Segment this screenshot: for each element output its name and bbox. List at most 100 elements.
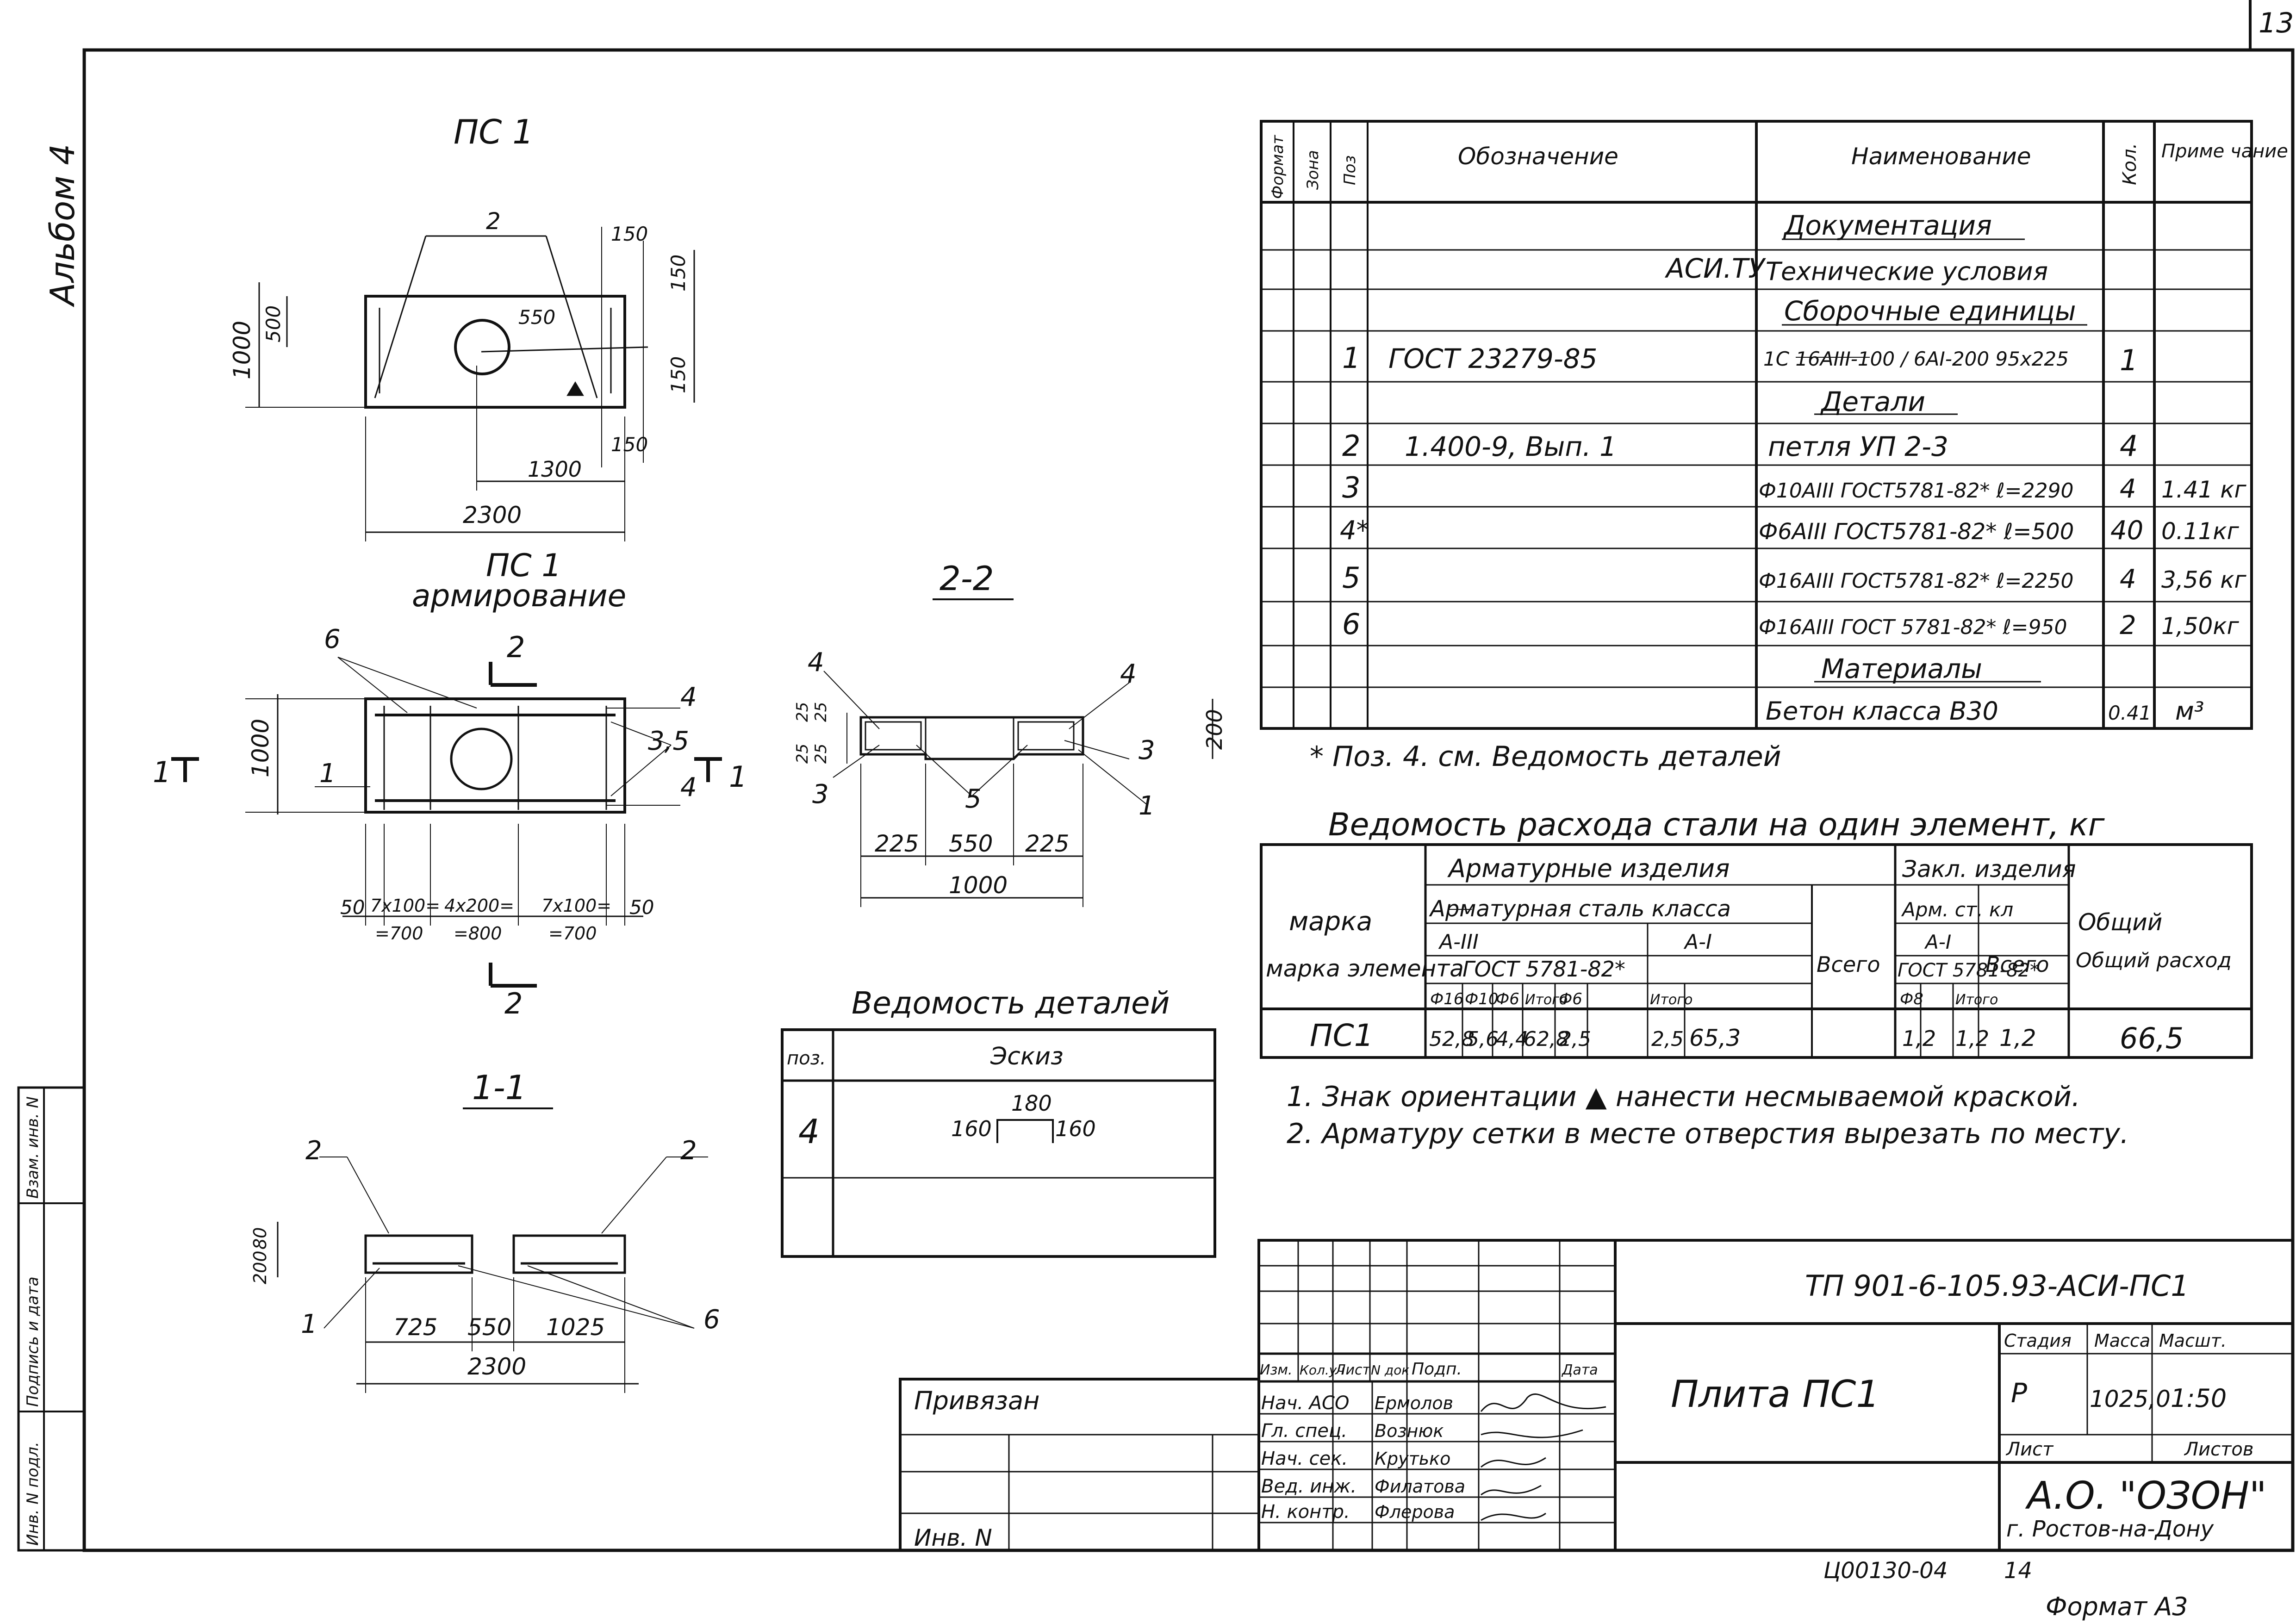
tb-stage: Р xyxy=(2011,1377,2027,1409)
reinf-label-4-top: 4 xyxy=(680,682,697,712)
s22-label-1: 1 xyxy=(1139,791,1155,821)
section-2-2: 2-2 4 4 3 3 5 1 25 25 25 25 200 225 55 xyxy=(793,559,1227,907)
page-number: 13 xyxy=(2259,7,2294,39)
tb-col-data: Дата xyxy=(1561,1362,1598,1378)
tb-col-ndok: N док xyxy=(1371,1362,1409,1378)
details-dim-160b: 160 xyxy=(1055,1116,1096,1141)
steel-row-mark: ПС1 xyxy=(1310,1018,1374,1053)
spec-r3-designation: ГОСТ 23279-85 xyxy=(1388,343,1598,374)
details-h-sketch: Эскиз xyxy=(990,1043,1064,1070)
plan-dim-150a: 150 xyxy=(611,223,648,245)
spec-r8-note: 3,56 кг xyxy=(2161,566,2246,593)
reinf-title-2: армирование xyxy=(412,578,626,614)
reinf-title-1: ПС 1 xyxy=(486,547,562,584)
spec-h-zone: Зона xyxy=(1304,150,1322,190)
reinf-dim-1000: 1000 xyxy=(247,719,274,777)
spec-r3-name: 1С 16АIII-100 / 6АI-200 95x225 xyxy=(1763,348,2069,370)
reinf-label-4-bot: 4 xyxy=(680,772,697,802)
reinf-label-6: 6 xyxy=(324,624,341,654)
details-dim-160a: 160 xyxy=(951,1116,992,1141)
steel-col-f8: Ф8 xyxy=(1900,990,1923,1008)
steel-v-f6-a1: 2,5 xyxy=(1559,1027,1591,1051)
spec-r11-name: Бетон класса В30 xyxy=(1766,696,1998,726)
section-1-1: 1-1 2 2 1 6 200 80 725 550 1025 2300 xyxy=(250,1068,720,1393)
plan-view: ПС 1 2 150 150 150 150 1000 500 550 1300… xyxy=(229,112,695,541)
steel-table: марка марка элемента Арматурные изделия … xyxy=(1260,843,2253,1059)
spec-r11-qty: 0.41 xyxy=(2108,702,2152,724)
s22-label-5: 5 xyxy=(965,784,982,814)
spec-footnote: * Поз. 4. см. Ведомость деталей xyxy=(1310,740,1781,773)
plan-label-2: 2 xyxy=(486,208,501,235)
spec-table: Формат Зона Поз Обозначение Наименование… xyxy=(1260,120,2288,730)
reinf-section-1-right: 1 xyxy=(729,760,747,794)
spec-r8-qty: 4 xyxy=(2120,564,2136,594)
reinf-dim-700a-2: =700 xyxy=(375,923,423,944)
steel-h-mark: марка элемента xyxy=(1266,955,1464,982)
s22-dim-25d: 25 xyxy=(812,744,830,764)
binding-block: Привязан Инв. N xyxy=(899,1378,1260,1552)
steel-h-grand-1: Общий xyxy=(2078,909,2162,936)
steel-h-emb-gost: ГОСТ 5781-82* xyxy=(1898,960,2039,981)
steel-v-itogo-a1: 2,5 xyxy=(1651,1027,1684,1051)
s11-label-2-right: 2 xyxy=(680,1136,697,1166)
s22-label-3-right: 3 xyxy=(1139,735,1155,765)
spec-r0-name: Документация xyxy=(1783,210,1992,241)
steel-col-itogo-a1: Итого xyxy=(1650,992,1692,1008)
steel-col-f16: Ф16 xyxy=(1430,990,1464,1008)
details-title: Ведомость деталей xyxy=(852,985,1170,1021)
s22-dim-225a: 225 xyxy=(875,830,919,857)
steel-v-f16: 52,8 xyxy=(1429,1027,1475,1051)
s11-dim-200: 200 xyxy=(250,1250,270,1284)
steel-h-emb-a1: А-I xyxy=(1924,931,1951,953)
reinf-section-2-top: 2 xyxy=(507,630,525,664)
details-pos: 4 xyxy=(798,1112,820,1151)
s22-label-3-left: 3 xyxy=(812,779,829,809)
s11-dim-550: 550 xyxy=(467,1314,511,1341)
details-dim-180: 180 xyxy=(1011,1091,1052,1116)
s22-dim-200: 200 xyxy=(1202,709,1227,750)
s22-dim-25a: 25 xyxy=(793,702,812,722)
tb-name-0: Ермолов xyxy=(1375,1393,1453,1413)
plan-dim-150b: 150 xyxy=(667,255,690,292)
steel-v-f6: 4,4 xyxy=(1496,1027,1528,1051)
reinf-section-2-bot: 2 xyxy=(504,987,523,1020)
tb-role-4: Н. контр. xyxy=(1261,1501,1350,1523)
s22-dim-1000: 1000 xyxy=(949,872,1008,899)
steel-v-f8: 1,2 xyxy=(1902,1026,1936,1051)
s22-dim-550: 550 xyxy=(949,830,993,857)
archive-number: Ц00130-04 xyxy=(1823,1558,1948,1584)
steel-col-f6-a1: Ф6 xyxy=(1559,990,1582,1008)
format-label: Формат А3 xyxy=(2046,1592,2188,1621)
reinf-dim-800-1: 4x200= xyxy=(444,895,514,916)
binding-inv: Инв. N xyxy=(914,1524,992,1551)
spec-r9-note: 1,50кг xyxy=(2161,613,2240,640)
title-block: ТП 901-6-105.93-АСИ-ПС1 Плита ПС1 Стадия… xyxy=(1257,1239,2294,1552)
reinf-label-1: 1 xyxy=(319,759,336,789)
tb-role-2: Нач. сек. xyxy=(1261,1448,1348,1469)
tb-org: А.О. "ОЗОН" xyxy=(2025,1474,2267,1518)
details-table: поз. Эскиз 4 160 180 160 xyxy=(781,1028,1216,1258)
reinf-dim-50a: 50 xyxy=(340,896,365,919)
tb-name-2: Крутько xyxy=(1375,1449,1450,1469)
steel-h-total: Всего xyxy=(1817,952,1880,977)
tb-mass-h: Масса xyxy=(2094,1331,2150,1351)
steel-h-grand: Общий расход xyxy=(2076,949,2232,972)
steel-h-mark-1: марка xyxy=(1289,907,1372,937)
side-stamp: Инв. N подл. Подпись и дата Взам. инв. N xyxy=(17,1086,86,1552)
s22-dim-25c: 25 xyxy=(793,744,812,764)
tb-doc-code: ТП 901-6-105.93-АСИ-ПС1 xyxy=(1805,1269,2189,1303)
album-label: Альбом 4 xyxy=(43,144,82,307)
plan-dim-550: 550 xyxy=(518,306,555,329)
tb-role-1: Гл. спец. xyxy=(1261,1420,1347,1442)
reinf-dim-700b-1: 7x100= xyxy=(541,895,611,916)
s22-label-4-right: 4 xyxy=(1120,659,1137,689)
spec-r11-note: м³ xyxy=(2175,696,2204,726)
tb-name: Плита ПС1 xyxy=(1671,1373,1879,1416)
spec-h-format: Формат xyxy=(1269,135,1287,199)
spec-r5-pos: 2 xyxy=(1342,429,1360,463)
steel-v-total: 65,3 xyxy=(1689,1025,1741,1051)
reinf-section-1-left: 1 xyxy=(153,755,171,789)
spec-r1-name: Технические условия xyxy=(1766,257,2048,286)
steel-v-grand: 66,5 xyxy=(2120,1021,2184,1055)
spec-r2-name: Сборочные единицы xyxy=(1784,295,2076,327)
